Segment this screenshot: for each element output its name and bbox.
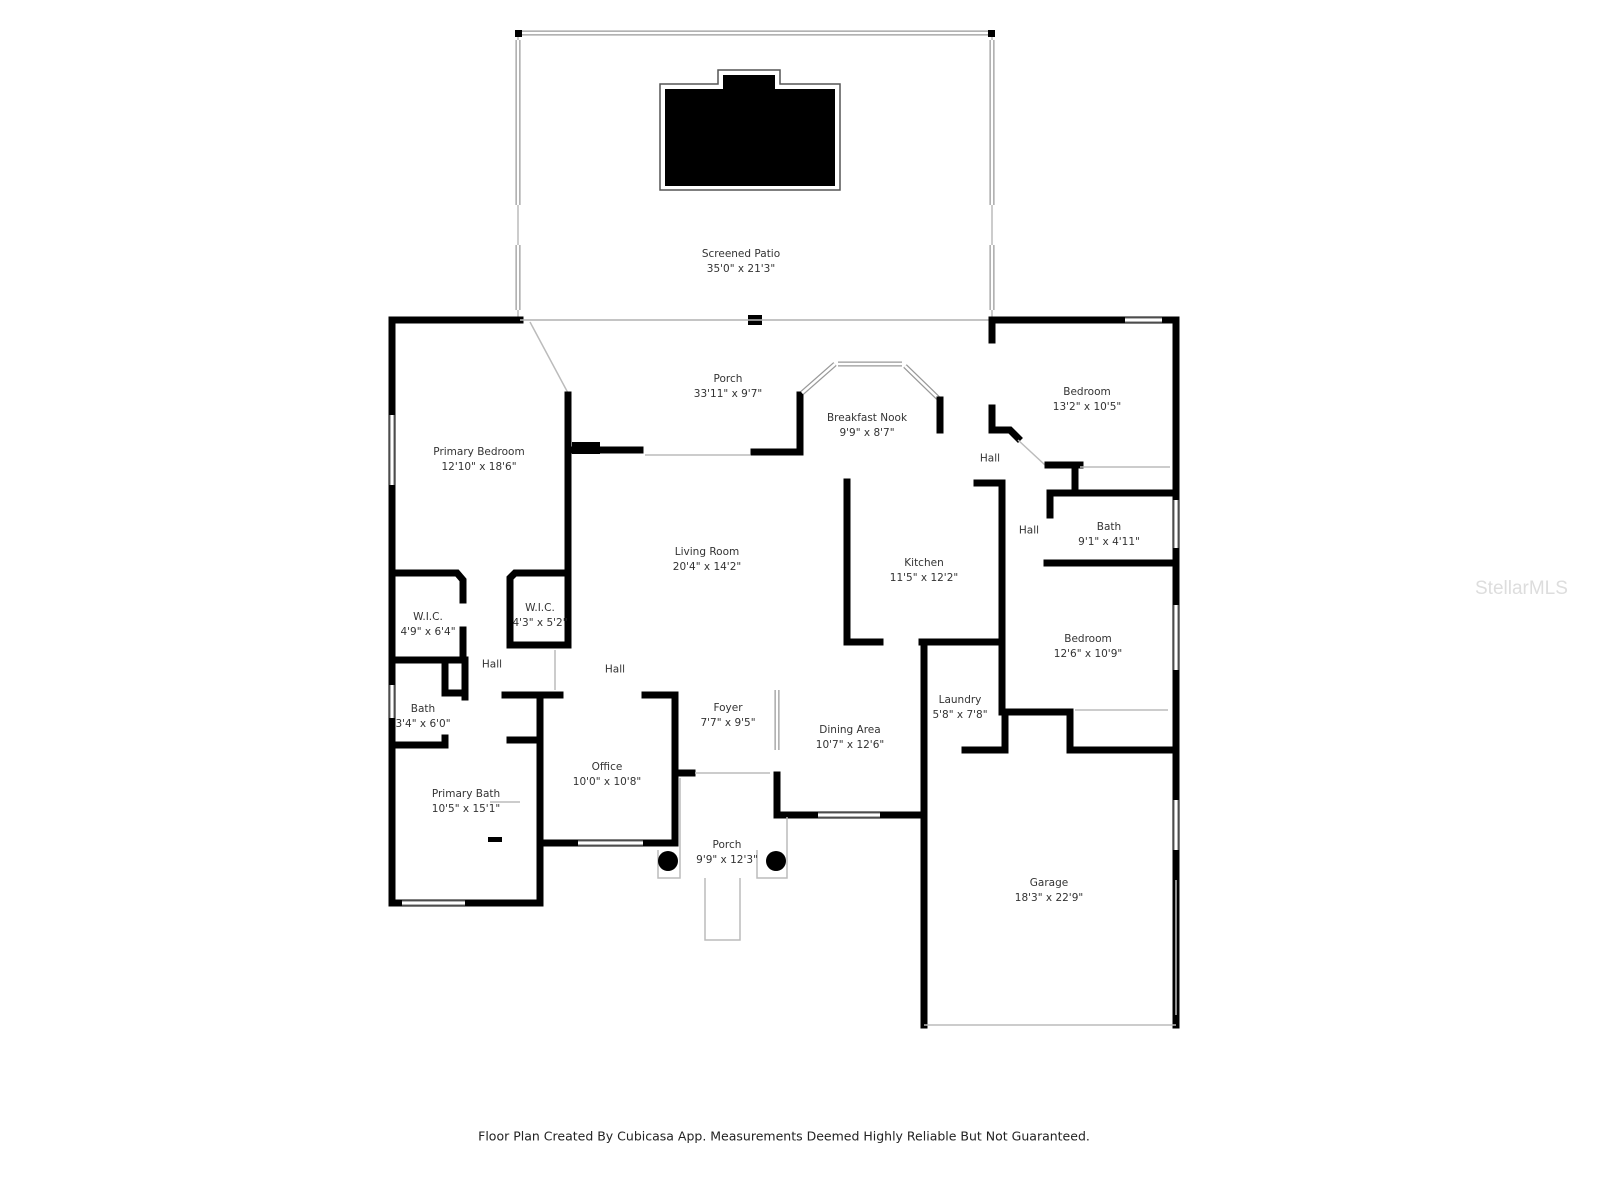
room-name: Primary Bath xyxy=(431,788,501,800)
room-name: Primary Bedroom xyxy=(433,446,525,458)
room-dims: 10'0" x 10'8" xyxy=(572,776,642,788)
watermark: StellarMLS xyxy=(1475,578,1568,599)
room-dims: 12'6" x 10'9" xyxy=(1053,648,1123,660)
room-wic-2: W.I.C. 4'3" x 5'2" xyxy=(512,601,567,631)
room-living-room: Living Room 20'4" x 14'2" xyxy=(673,545,741,575)
room-primary-bath: Primary Bath 10'5" x 15'1" xyxy=(432,787,500,817)
room-dims: 9'9" x 12'3" xyxy=(696,854,758,866)
room-primary-bedroom: Primary Bedroom 12'10" x 18'6" xyxy=(433,445,524,475)
room-screened-patio: Screened Patio 35'0" x 21'3" xyxy=(702,247,780,277)
room-dims: 9'1" x 4'11" xyxy=(1078,536,1140,548)
room-dims: 12'10" x 18'6" xyxy=(441,461,517,473)
room-foyer: Foyer 7'7" x 9'5" xyxy=(700,701,755,731)
room-bedroom-1: Bedroom 13'2" x 10'5" xyxy=(1053,385,1121,415)
room-name: Bedroom xyxy=(1064,633,1112,645)
room-name: Screened Patio xyxy=(701,248,781,260)
room-laundry: Laundry 5'8" x 7'8" xyxy=(932,693,987,723)
room-name: Bath xyxy=(410,703,436,715)
room-dims: 10'5" x 15'1" xyxy=(431,803,501,815)
footer-disclaimer: Floor Plan Created By Cubicasa App. Meas… xyxy=(478,1128,1090,1144)
room-kitchen: Kitchen 11'5" x 12'2" xyxy=(890,556,958,586)
room-garage: Garage 18'3" x 22'9" xyxy=(1015,876,1083,906)
room-name: Garage xyxy=(1029,877,1069,889)
room-dims: 4'3" x 5'2" xyxy=(512,617,568,629)
walls xyxy=(388,316,1180,1029)
room-dims: 10'7" x 12'6" xyxy=(815,739,885,751)
room-name: W.I.C. xyxy=(525,602,555,614)
room-dining-area: Dining Area 10'7" x 12'6" xyxy=(816,723,884,753)
room-name: Breakfast Nook xyxy=(826,412,908,424)
room-name: Bath xyxy=(1096,521,1122,533)
room-name: Porch xyxy=(712,839,742,851)
room-dims: 18'3" x 22'9" xyxy=(1014,892,1084,904)
room-name: Office xyxy=(591,761,623,773)
hall-label: Hall xyxy=(979,452,1001,465)
room-porch: Porch 33'11" x 9'7" xyxy=(694,372,762,402)
pool xyxy=(659,69,841,191)
room-dims: 20'4" x 14'2" xyxy=(672,561,742,573)
room-dims: 9'9" x 8'7" xyxy=(839,427,895,439)
room-dims: 33'11" x 9'7" xyxy=(693,388,763,400)
room-name: Bedroom xyxy=(1063,386,1111,398)
room-bath-hall: Bath 9'1" x 4'11" xyxy=(1078,520,1140,550)
room-name: Dining Area xyxy=(819,724,881,736)
hall-label: Hall xyxy=(604,663,626,676)
room-dims: 11'5" x 12'2" xyxy=(889,572,959,584)
room-office: Office 10'0" x 10'8" xyxy=(573,760,641,790)
room-bedroom-2: Bedroom 12'6" x 10'9" xyxy=(1054,632,1122,662)
room-dims: 7'7" x 9'5" xyxy=(700,717,756,729)
room-name: Foyer xyxy=(713,702,743,714)
room-breakfast-nook: Breakfast Nook 9'9" x 8'7" xyxy=(827,411,907,441)
room-dims: 5'8" x 7'8" xyxy=(932,709,988,721)
room-wic-1: W.I.C. 4'9" x 6'4" xyxy=(400,610,455,640)
room-name: Laundry xyxy=(938,694,982,706)
room-dims: 4'9" x 6'4" xyxy=(400,626,456,638)
hall-label: Hall xyxy=(1018,524,1040,537)
room-front-porch: Porch 9'9" x 12'3" xyxy=(696,838,758,868)
room-name: Porch xyxy=(713,373,743,385)
hall-label: Hall xyxy=(481,658,503,671)
room-name: W.I.C. xyxy=(413,611,443,623)
room-dims: 13'2" x 10'5" xyxy=(1052,401,1122,413)
room-dims: 3'4" x 6'0" xyxy=(395,718,451,730)
room-name: Kitchen xyxy=(904,557,944,569)
room-bath-small: Bath 3'4" x 6'0" xyxy=(395,702,450,732)
room-dims: 35'0" x 21'3" xyxy=(706,263,776,275)
room-name: Living Room xyxy=(674,546,740,558)
